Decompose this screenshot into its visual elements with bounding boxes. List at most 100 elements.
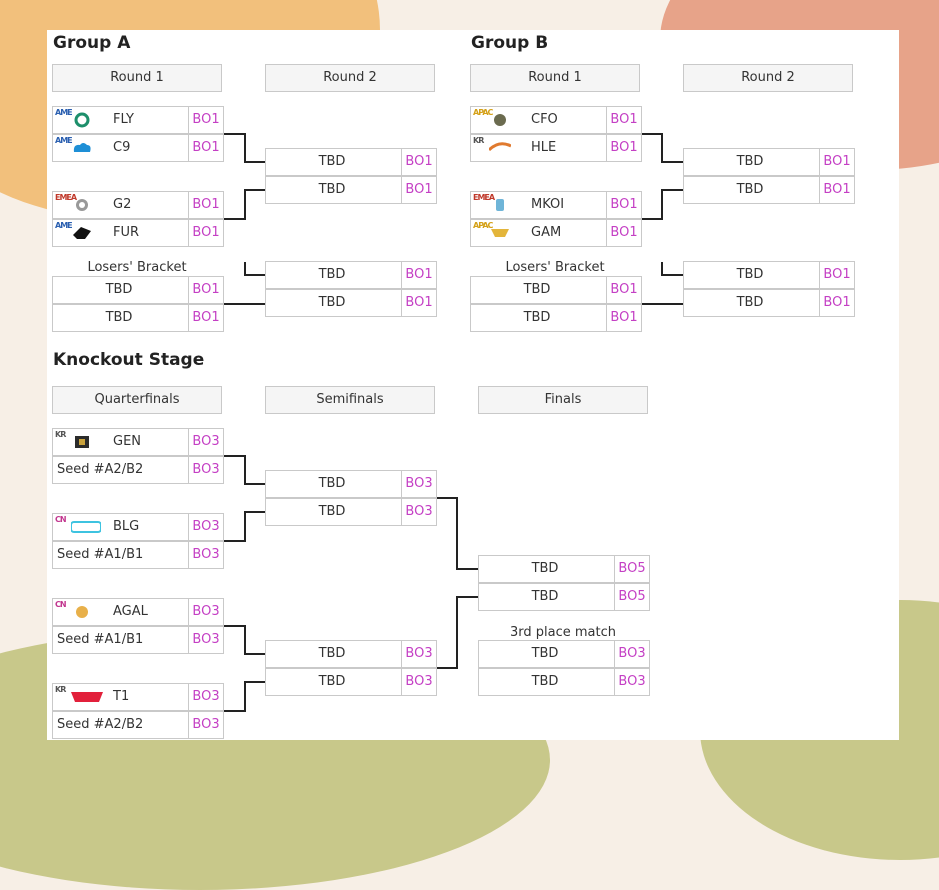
team-name: BLG (113, 519, 140, 534)
final-slot[interactable]: TBD BO5 (478, 583, 650, 611)
team-name: Seed #A2/B2 (57, 462, 144, 477)
match-format: BO3 (614, 641, 649, 667)
team-name: TBD (318, 504, 346, 519)
team-name: FUR (113, 225, 140, 240)
group-b-round2-header: Round 2 (683, 64, 853, 92)
team-name: TBD (736, 295, 764, 310)
match-format: BO5 (614, 584, 649, 610)
group-b-title: Group B (471, 33, 549, 53)
team-name: TBD (736, 267, 764, 282)
group-a-r1-slot[interactable]: AME C9 BO1 (52, 134, 224, 162)
finals-header: Finals (478, 386, 648, 414)
team-name: TBD (531, 674, 559, 689)
team-name: TBD (105, 282, 133, 297)
match-format: BO1 (401, 149, 436, 175)
team-name: TBD (105, 310, 133, 325)
group-a-round2-header: Round 2 (265, 64, 435, 92)
match-format: BO3 (401, 669, 436, 695)
team-name: GEN (113, 434, 142, 449)
team-logo-icon (70, 519, 102, 535)
match-format: BO1 (401, 290, 436, 316)
match-format: BO1 (188, 135, 223, 161)
region-tag: EMEA (473, 193, 495, 202)
group-a-round1-header: Round 1 (52, 64, 222, 92)
team-logo-icon (71, 140, 93, 156)
team-name: T1 (113, 689, 130, 704)
semifinals-header: Semifinals (265, 386, 435, 414)
match-format: BO1 (188, 107, 223, 133)
region-tag: APAC (473, 221, 493, 230)
match-format: BO1 (188, 277, 223, 303)
bracket-lines (222, 133, 683, 712)
team-logo-icon (71, 689, 103, 705)
team-logo-icon (71, 112, 93, 128)
match-format: BO3 (401, 499, 436, 525)
group-a-losers-label: Losers' Bracket (87, 260, 187, 275)
team-name: GAM (531, 225, 562, 240)
quarterfinal-slot[interactable]: KR GEN BO3 (52, 428, 224, 456)
third-place-slot[interactable]: TBD BO3 (478, 668, 650, 696)
team-name: TBD (523, 310, 551, 325)
region-tag: CN (55, 600, 67, 609)
region-tag: KR (55, 430, 66, 439)
group-b-round1-header: Round 1 (470, 64, 640, 92)
team-name: G2 (113, 197, 132, 212)
match-format: BO1 (188, 305, 223, 331)
match-format: BO1 (819, 290, 854, 316)
team-logo-icon (71, 604, 93, 620)
team-logo-icon (71, 225, 93, 241)
team-logo-icon (487, 140, 512, 156)
group-b-losers-label: Losers' Bracket (505, 260, 605, 275)
match-format: BO1 (188, 192, 223, 218)
match-format: BO1 (606, 107, 641, 133)
group-a-losers-slot[interactable]: TBD BO1 (52, 304, 224, 332)
region-tag: APAC (473, 108, 493, 117)
team-name: TBD (318, 295, 346, 310)
group-a-losers-slot[interactable]: TBD BO1 (52, 276, 224, 304)
match-format: BO3 (614, 669, 649, 695)
semifinal-slot[interactable]: TBD BO3 (265, 498, 437, 526)
team-name: TBD (531, 589, 559, 604)
team-logo-icon (489, 112, 511, 128)
team-name: C9 (113, 140, 131, 155)
team-name: TBD (318, 476, 346, 491)
match-format: BO3 (188, 429, 223, 455)
match-format: BO1 (606, 277, 641, 303)
team-name: TBD (318, 646, 346, 661)
region-tag: AME (55, 136, 73, 145)
group-a-title: Group A (53, 33, 131, 53)
match-format: BO1 (819, 177, 854, 203)
group-a-r2-slot[interactable]: TBD BO1 (265, 289, 437, 317)
match-format: BO3 (188, 712, 223, 738)
third-place-label: 3rd place match (510, 625, 616, 640)
group-b-r2-slot[interactable]: TBD BO1 (683, 289, 855, 317)
region-tag: AME (55, 108, 73, 117)
